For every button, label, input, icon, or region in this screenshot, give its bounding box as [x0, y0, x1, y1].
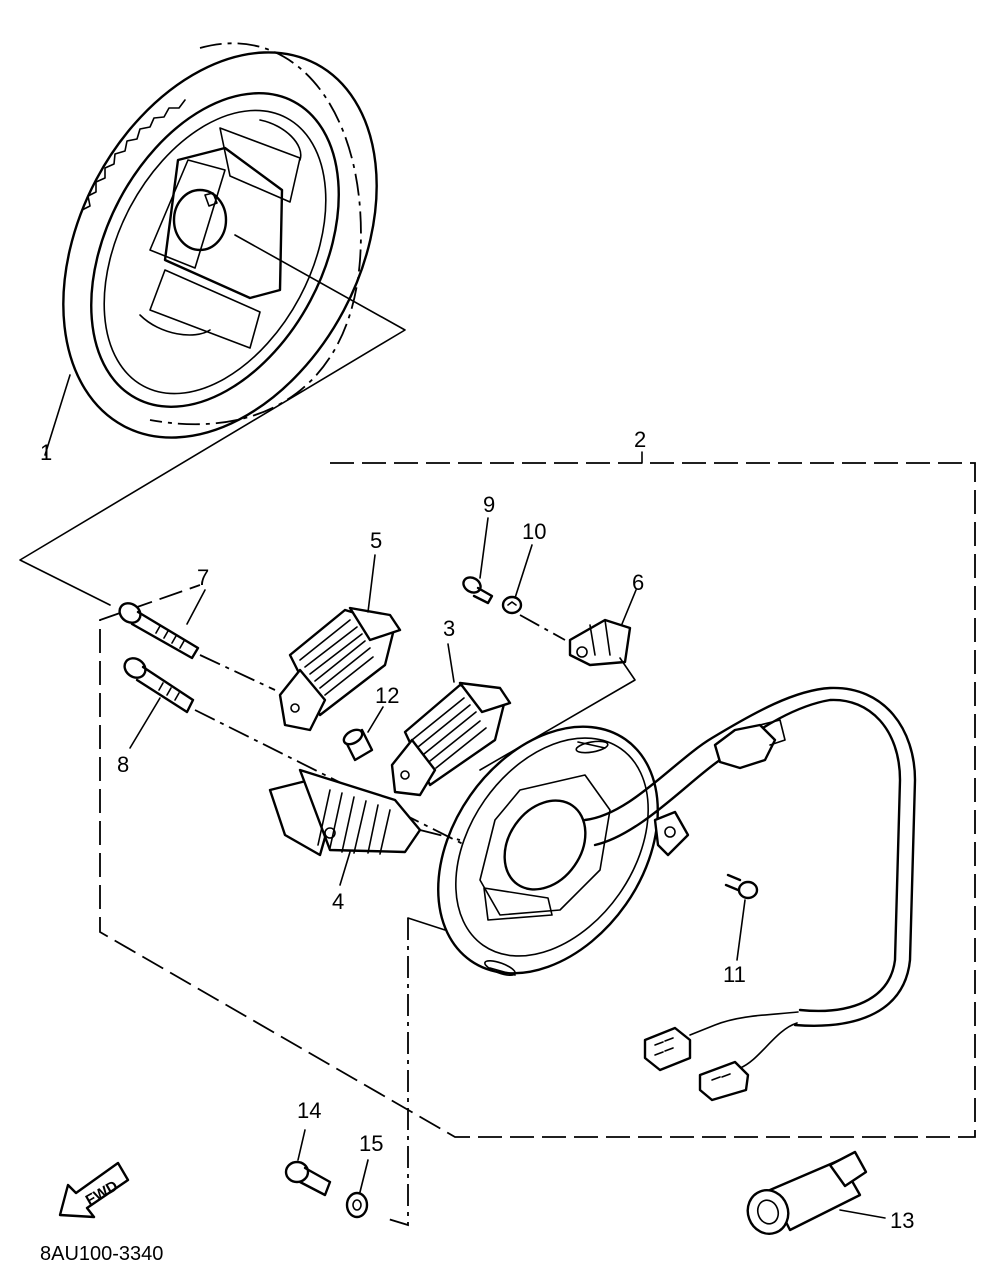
callout-10: 10: [522, 519, 546, 544]
washer-15: [345, 1191, 369, 1219]
callout-15: 15: [359, 1131, 383, 1156]
bolt-14: [284, 1160, 332, 1197]
callout-5: 5: [370, 528, 382, 553]
wire-harness: [583, 686, 917, 1102]
callout-9: 9: [483, 492, 495, 517]
diagram-code: 8AU100-3340: [40, 1243, 163, 1265]
forward-arrow-icon: FWD: [58, 1161, 130, 1219]
screw-11: [724, 873, 759, 900]
wire-clamp: [653, 810, 690, 857]
callout-7: 7: [197, 565, 209, 590]
stator-assembly-outline: [99, 451, 976, 1138]
stator-coil-5: [278, 606, 402, 732]
callout-11: 11: [723, 962, 746, 987]
screw-9: [462, 576, 494, 605]
callout-2: 2: [634, 427, 646, 452]
collar-12: [342, 728, 374, 762]
callout-12: 12: [375, 683, 399, 708]
callout-3: 3: [443, 616, 455, 641]
callout-14: 14: [297, 1098, 321, 1123]
bolt-7: [118, 602, 200, 660]
callout-4: 4: [332, 889, 344, 914]
tool-13: [746, 1150, 886, 1235]
flywheel-rotor: [19, 42, 406, 606]
stator-plate: [437, 725, 659, 977]
bolt-8: [123, 657, 195, 714]
washer-10: [501, 595, 523, 615]
stator-coil-3: [390, 681, 512, 797]
callout-13: 13: [890, 1208, 914, 1233]
callout-6: 6: [632, 570, 644, 595]
stator-coil-4: [268, 768, 422, 857]
callout-1: 1: [40, 440, 52, 465]
callout-8: 8: [117, 752, 129, 777]
